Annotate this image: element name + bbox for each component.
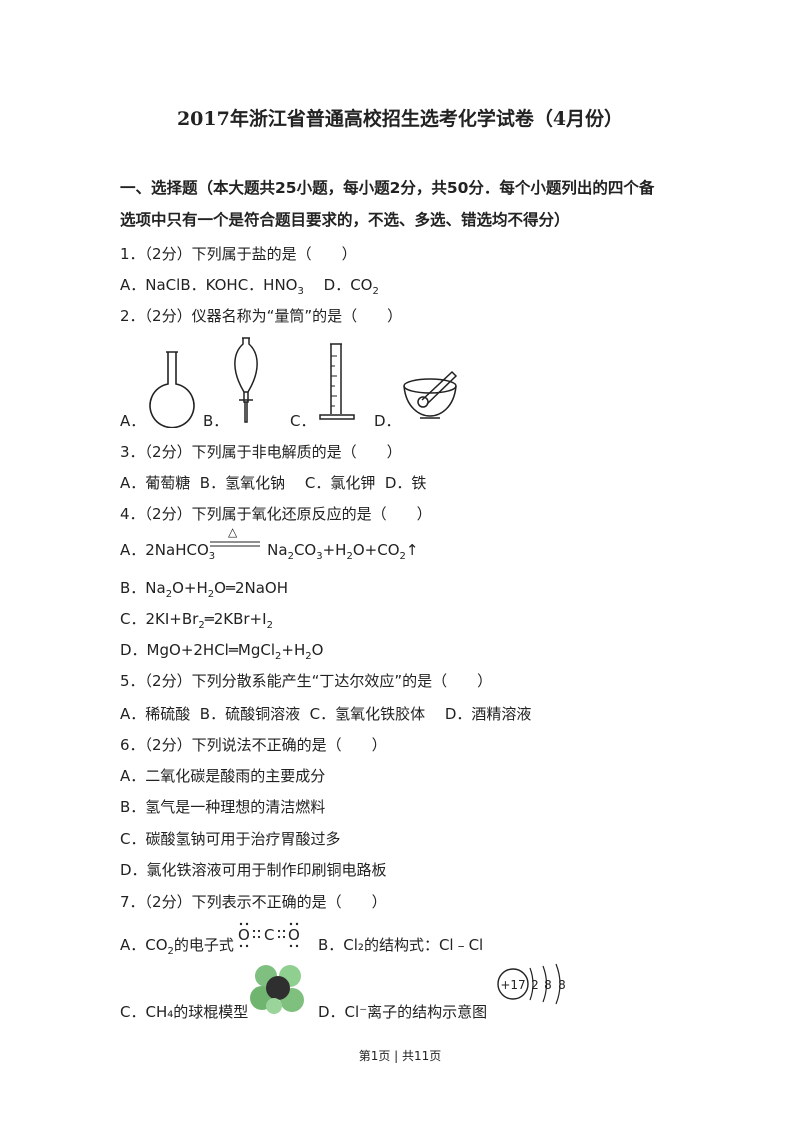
- q6-option-d: D．氯化铁溶液可用于制作印刷铜电路板: [120, 861, 387, 879]
- reaction-equal-sign: [210, 541, 260, 547]
- q7-stem: 7．（2分）下列表示不正确的是（ ）: [120, 893, 387, 911]
- q2-option-d-label: D．: [374, 412, 401, 430]
- shell-1-electron-count: 2: [531, 978, 539, 992]
- chloride-ion-structure-diagram: +17 2 8 8: [497, 963, 566, 1005]
- shell-2-electron-count: 8: [544, 978, 552, 992]
- round-bottom-flask-image: [149, 351, 195, 428]
- q1-stem: 1．（2分）下列属于盐的是（ ）: [120, 245, 357, 263]
- q6-option-b: B．氢气是一种理想的清洁燃料: [120, 798, 326, 816]
- ch4-ball-and-stick-model-image: [250, 965, 304, 1014]
- q4-option-d: D．MgO+2HCl═MgCl2+H2O: [120, 641, 324, 662]
- page-title: 2017年浙江省普通高校招生选考化学试卷（4月份）: [176, 108, 624, 130]
- q2-option-c-label: C．: [290, 412, 316, 430]
- q7-option-d: D．Cl⁻离子的结构示意图: [318, 1003, 488, 1021]
- q4-option-b: B．Na2O+H2O═2NaOH: [120, 579, 289, 600]
- svg-text:C: C: [264, 926, 274, 944]
- q5-options: A．稀硫酸 B．硫酸铜溶液 C．氢氧化铁胶体 D．酒精溶液: [120, 705, 532, 723]
- graduated-cylinder-image: [319, 343, 355, 420]
- q7-option-c: C．CH₄的球棍模型: [120, 1003, 249, 1021]
- q2-stem: 2．（2分）仪器名称为“量筒”的是（ ）: [120, 307, 403, 325]
- q7-option-a: A．CO2的电子式: [120, 936, 234, 957]
- separatory-funnel-image: [234, 337, 258, 423]
- section-heading-line1: 一、选择题（本大题共25小题，每小题2分，共50分．每个小题列出的四个备: [120, 179, 655, 197]
- shell-3-electron-count: 8: [558, 978, 566, 992]
- q4-stem: 4．（2分）下列属于氧化还原反应的是（ ）: [120, 505, 432, 523]
- q5-stem: 5．（2分）下列分散系能产生“丁达尔效应”的是（ ）: [120, 672, 493, 690]
- mortar-and-pestle-image: [403, 370, 458, 419]
- q2-option-a-label: A．: [120, 412, 146, 430]
- svg-text:O: O: [288, 926, 300, 944]
- q1-options: A．NaClB．KOHC．HNO3 D．CO2: [120, 276, 379, 297]
- q7-option-b: B．Cl₂的结构式：Cl﹣Cl: [318, 936, 484, 954]
- q6-option-c: C．碳酸氢钠可用于治疗胃酸过多: [120, 830, 341, 848]
- q3-stem: 3．（2分）下列属于非电解质的是（ ）: [120, 443, 402, 461]
- q4-option-c: C．2KI+Br2═2KBr+I2: [120, 610, 273, 631]
- q6-stem: 6．（2分）下列说法不正确的是（ ）: [120, 736, 387, 754]
- q2-option-b-label: B．: [203, 412, 229, 430]
- co2-electron-dot-formula-image: O C O: [238, 922, 300, 948]
- svg-text:O: O: [238, 926, 250, 944]
- section-heading-line2: 选项中只有一个是符合题目要求的，不选、多选、错选均不得分）: [120, 211, 570, 229]
- q6-option-a: A．二氧化碳是酸雨的主要成分: [120, 767, 326, 785]
- heat-triangle-symbol: △: [228, 525, 238, 539]
- q3-options: A．葡萄糖 B．氢氧化钠 C．氯化钾 D．铁: [120, 474, 427, 492]
- page-footer: 第1页 | 共11页: [358, 1049, 442, 1063]
- nucleus-charge-label: +17: [500, 978, 525, 992]
